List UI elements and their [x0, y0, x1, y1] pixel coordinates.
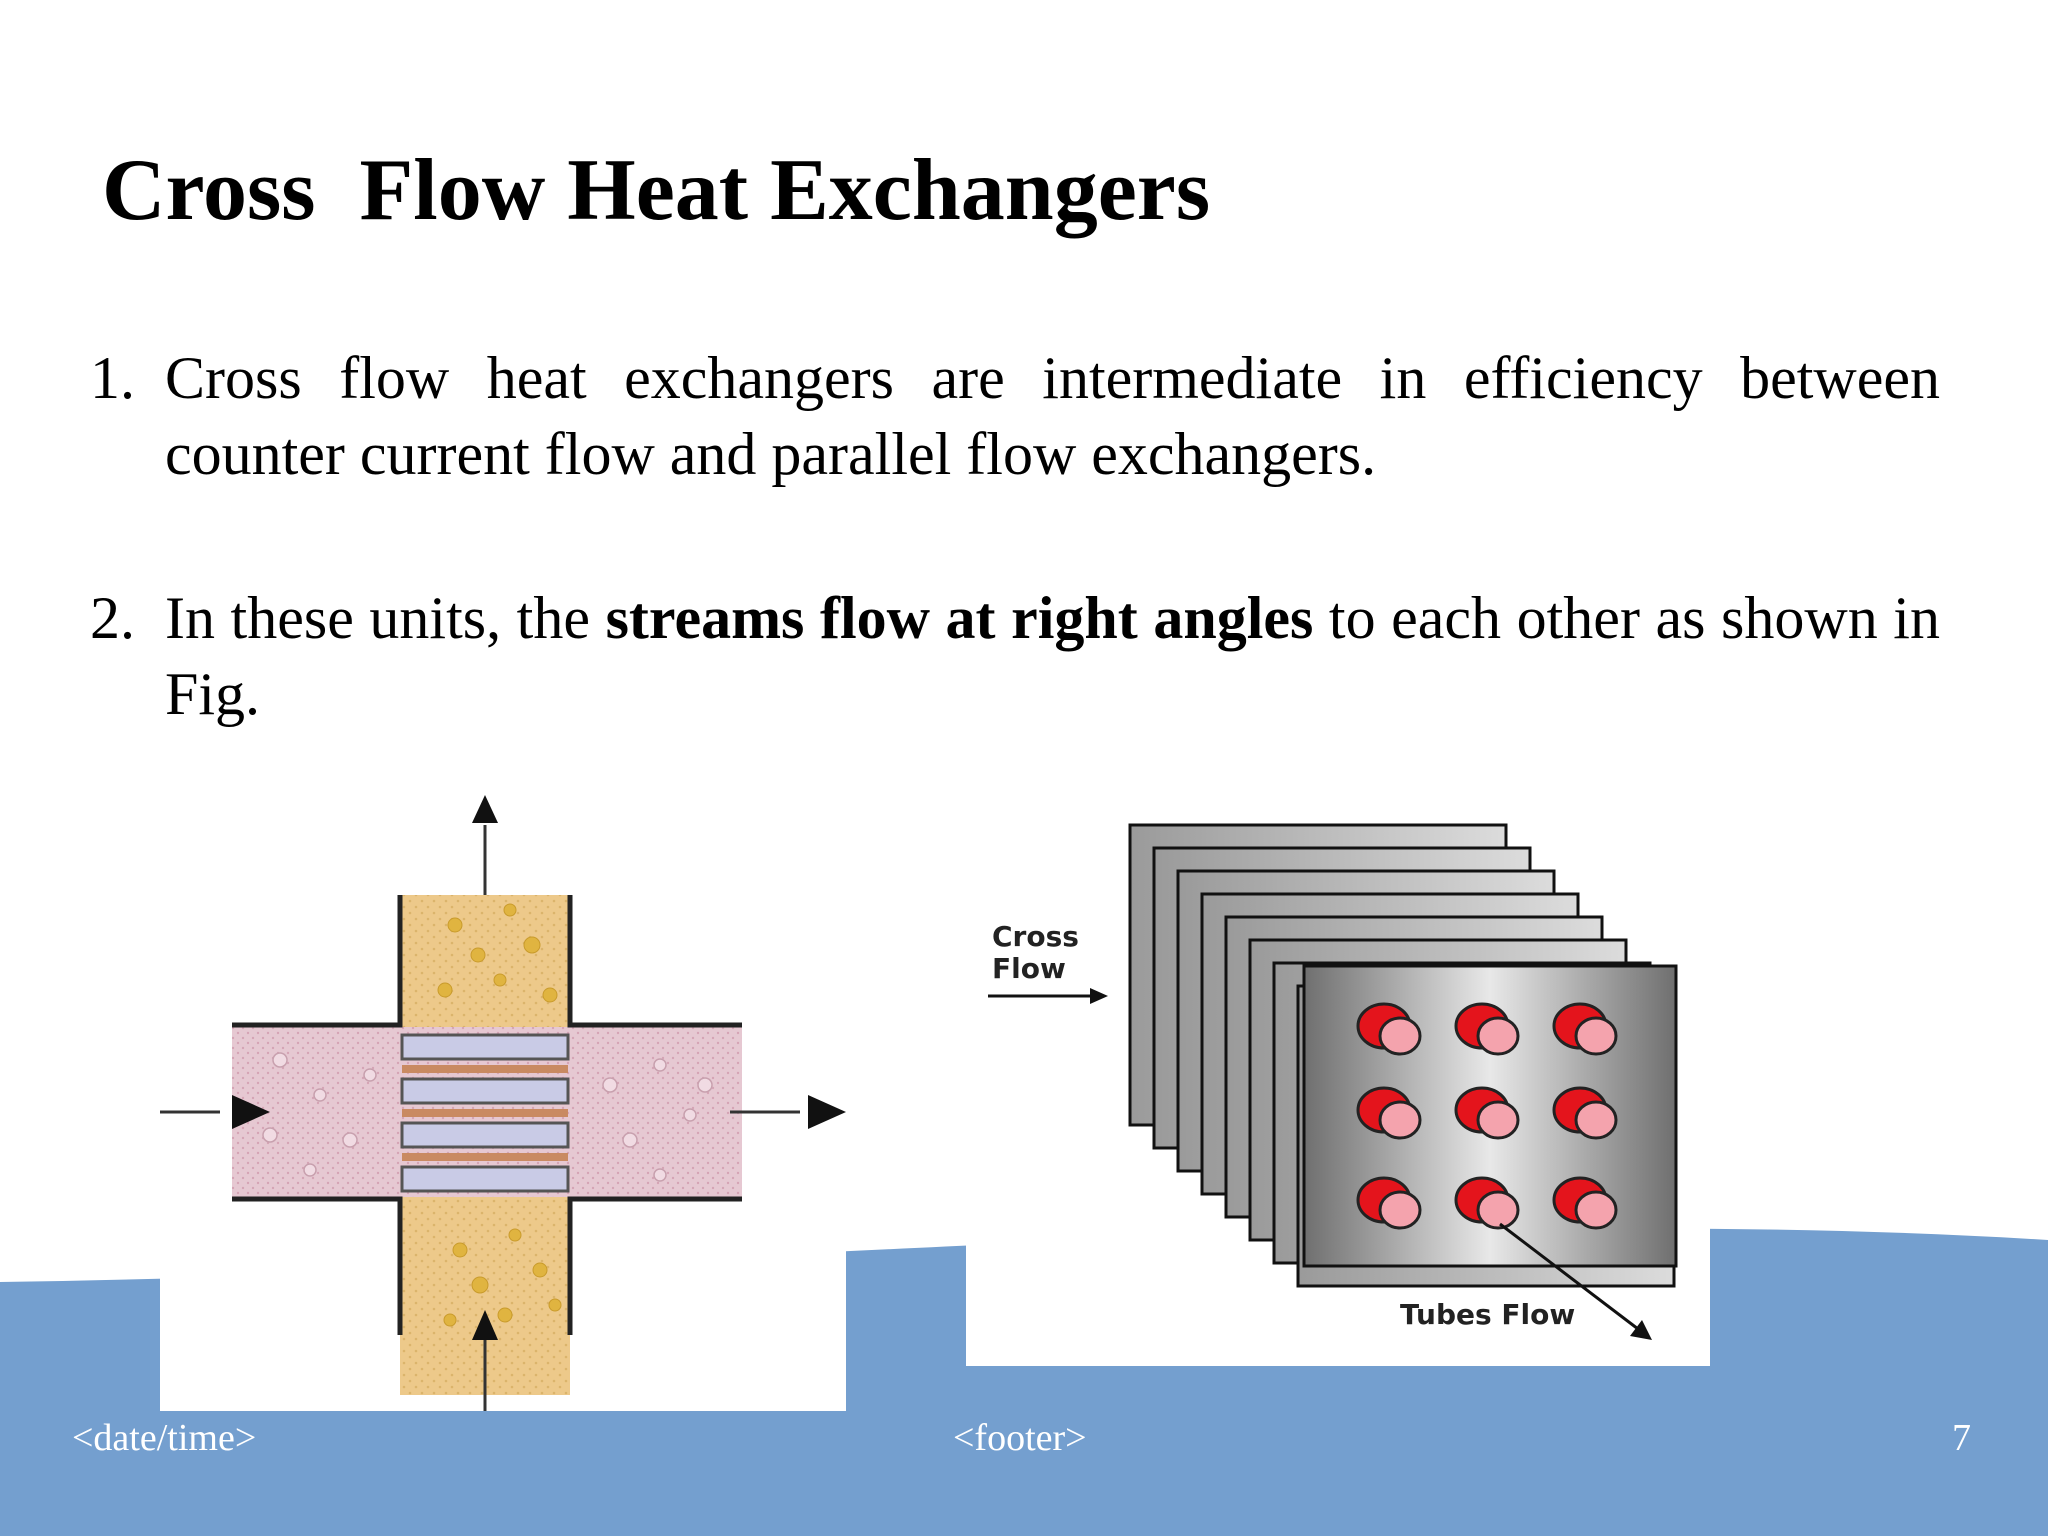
figure-cross-flow-schematic	[160, 795, 846, 1411]
tube-icon	[1552, 1002, 1618, 1056]
arrow-right-icon	[730, 1095, 846, 1129]
slide-title: Cross Flow Heat Exchangers	[102, 142, 1211, 239]
arrow-up-icon	[472, 1310, 498, 1411]
footer-date: <date/time>	[72, 1417, 257, 1459]
cross-flow-schematic-image	[160, 795, 846, 1411]
arrow-up-icon	[472, 795, 498, 895]
page-number: 7	[1952, 1417, 1971, 1459]
tube-icon	[1356, 1002, 1422, 1056]
tube-icon	[1552, 1176, 1618, 1230]
bullet-text-part: to each other as shown in Fig.	[165, 585, 1940, 727]
bullet-text: Cross flow heat exchangers are intermedi…	[165, 345, 1940, 487]
bullet-item-2: 2. In these units, the streams flow at r…	[90, 580, 1940, 732]
tube-icon	[1356, 1176, 1422, 1230]
bullet-number: 2.	[90, 585, 135, 651]
bullet-item-1: 1. Cross flow heat exchangers are interm…	[90, 340, 1940, 492]
tubes-flow-label: Tubes Flow	[1400, 1298, 1575, 1331]
tube-icon	[1552, 1086, 1618, 1140]
tube-grid	[1356, 1002, 1618, 1230]
tube-icon	[1356, 1086, 1422, 1140]
plate-tube-diagram-image: Cross Flow Tubes Flow	[988, 823, 1678, 1340]
footer-center: <footer>	[953, 1417, 1087, 1459]
figure-plate-tube-diagram: Cross Flow Tubes Flow	[966, 800, 1710, 1366]
bullet-bold-text: streams flow at right angles	[605, 585, 1314, 651]
bullet-list: 1. Cross flow heat exchangers are interm…	[90, 340, 1940, 732]
tube-stack	[400, 1033, 570, 1193]
arrow-right-icon	[160, 1095, 270, 1129]
tube-icon	[1454, 1176, 1520, 1230]
cross-flow-label: Cross	[992, 920, 1079, 953]
cross-flow-label: Flow	[992, 952, 1066, 985]
tube-icon	[1454, 1086, 1520, 1140]
arrow-right-icon	[988, 988, 1108, 1004]
tubes-flow-arrow	[1499, 1222, 1652, 1340]
bullet-number: 1.	[90, 345, 135, 411]
tube-icon	[1454, 1002, 1520, 1056]
bullet-text: In these units, the streams flow at righ…	[165, 580, 1940, 732]
bullet-text-part: In these units, the	[165, 585, 606, 651]
